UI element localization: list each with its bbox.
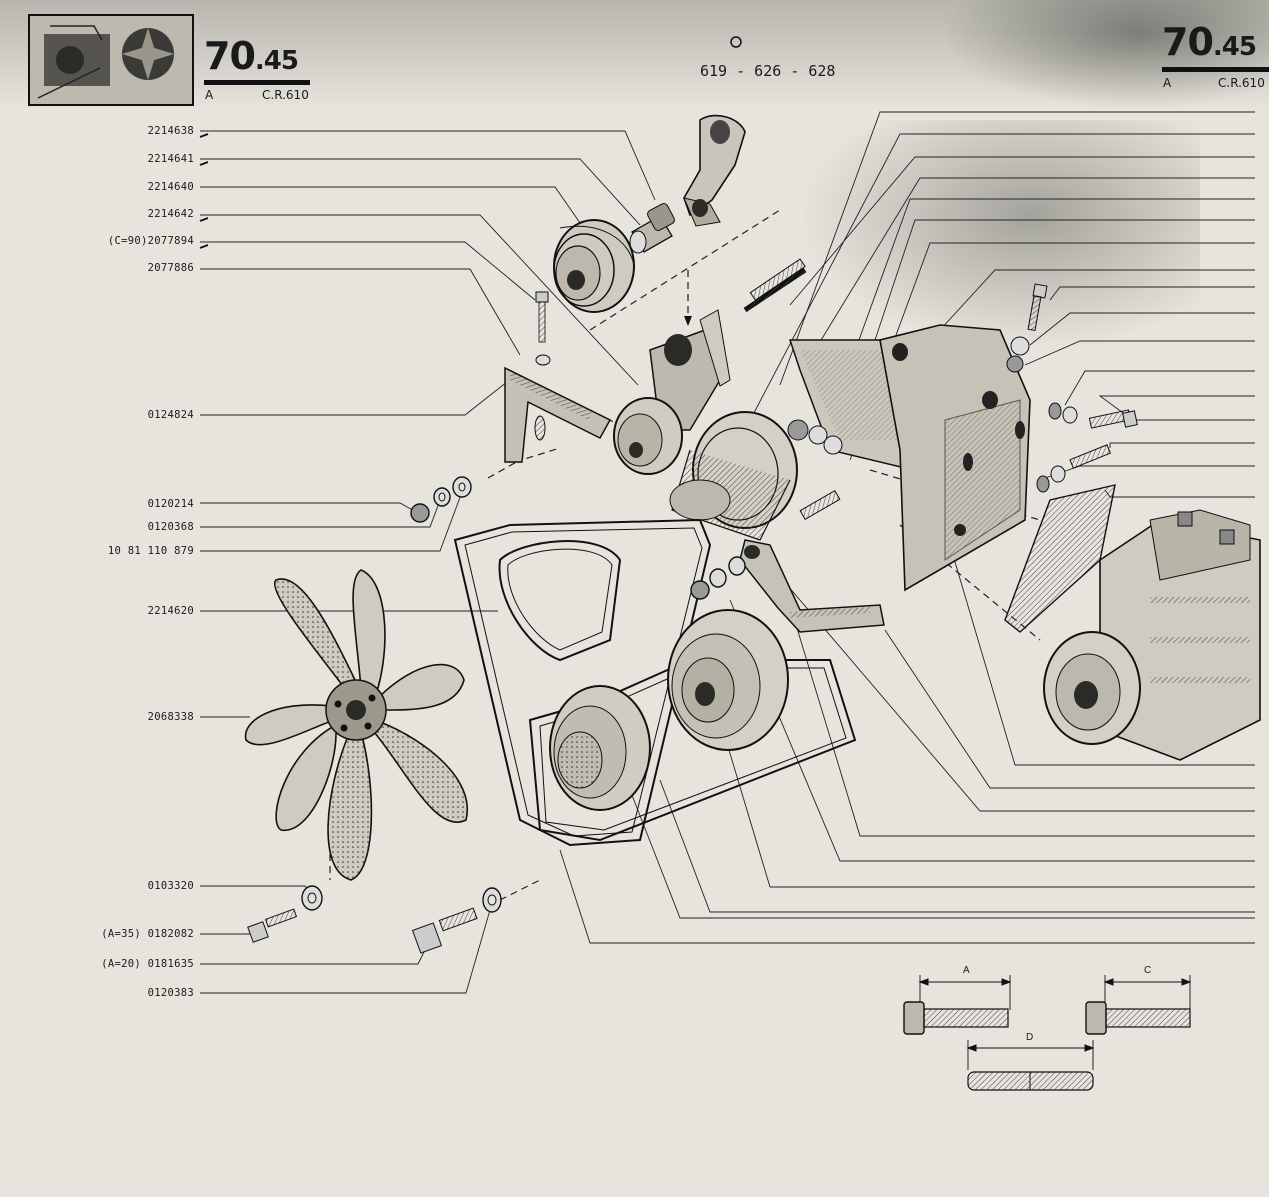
spacer-plate-icon (1004, 484, 1116, 633)
washer-icon (410, 476, 472, 523)
dimension-stud-d-icon (967, 1071, 1094, 1091)
leader-2214642 (200, 214, 639, 386)
pulley-icon (553, 219, 635, 313)
leader-0120368 (200, 494, 443, 528)
callout-0120368: 0120368 (147, 521, 194, 533)
callout-2068338: 2068338 (147, 711, 194, 723)
dimension-label-d: D (1026, 1032, 1034, 1043)
right-leader-lines (559, 111, 1256, 944)
callout-c90-2077894: (C=90)2077894 (107, 235, 194, 247)
section-underline-left (204, 80, 310, 85)
pulley-bushing-icon (629, 203, 675, 254)
leader-2077886 (200, 268, 521, 356)
callout-2214640: 2214640 (147, 181, 194, 193)
callout-2214641: 2214641 (147, 153, 194, 165)
leader-0124824 (200, 377, 513, 416)
mounting-bracket-icon (683, 114, 746, 227)
v-belt-icon (453, 518, 857, 847)
callout-0120383: 0120383 (147, 987, 194, 999)
callout-0103320: 0103320 (147, 880, 194, 892)
callout-2077886: 2077886 (147, 262, 194, 274)
leader-0120214 (200, 502, 419, 514)
callout-a20-0181635: (A=20) 0181635 (101, 958, 194, 970)
callout-2214638: 2214638 (147, 125, 194, 137)
callout-0120214: 0120214 (147, 498, 194, 510)
section-number-right: 70.45 (1162, 20, 1257, 64)
threaded-stud-icon (749, 258, 841, 521)
dimension-label-c: C (1144, 965, 1152, 976)
scan-ink-marks (199, 36, 742, 249)
dimension-bolt-a-icon (903, 1001, 1009, 1035)
engine-thumbnail-icon (30, 16, 192, 104)
model-left: C.R.610 (262, 88, 309, 102)
leader-0120383 (200, 909, 491, 994)
tensioner-lever-icon (739, 539, 885, 633)
dimension-bolt-c-icon (1085, 1001, 1191, 1035)
ac-compressor-icon (1043, 509, 1261, 761)
bolt-icon (247, 885, 502, 954)
callout-2214642: 2214642 (147, 208, 194, 220)
model-right: C.R.610 (1218, 76, 1265, 90)
callout-2214620: 2214620 (147, 605, 194, 617)
handwritten-model-note: 619 - 626 - 628 (700, 62, 836, 80)
callout-0124824: 0124824 (147, 409, 194, 421)
washer-icon (690, 556, 746, 600)
engine-assembly-thumbnail (28, 14, 194, 106)
dimension-legend (918, 975, 1192, 1070)
variant-left: A (205, 88, 214, 102)
mounting-bracket-icon (879, 324, 1031, 592)
crankshaft-pulley-icon (669, 411, 798, 541)
cooling-fan-icon (244, 569, 469, 881)
leader-2214641 (200, 158, 641, 226)
leader-a20-0181635 (200, 949, 426, 965)
callout-a35-0182082: (A=35) 0182082 (101, 928, 194, 940)
section-number-left: 70.45 (204, 34, 299, 78)
section-underline-right (1162, 67, 1269, 72)
belt-tensioner-icon (504, 366, 612, 463)
variant-right: A (1163, 76, 1172, 90)
leader-10-81-110-879 (200, 491, 463, 552)
lower-pulley-icon (549, 685, 651, 811)
idler-pulley-icon (613, 267, 807, 475)
bolt-icon (535, 291, 551, 366)
alternator-pulley-icon (667, 609, 789, 751)
leader-2214638 (200, 130, 656, 201)
leader-2214640 (200, 186, 586, 231)
leader-0103320 (200, 885, 316, 899)
callout-10-81-110-879: 10 81 110 879 (107, 545, 194, 557)
dimension-label-a: A (963, 965, 970, 976)
leader-c90-2077894 (200, 241, 536, 301)
bolt-icon (1006, 283, 1138, 493)
